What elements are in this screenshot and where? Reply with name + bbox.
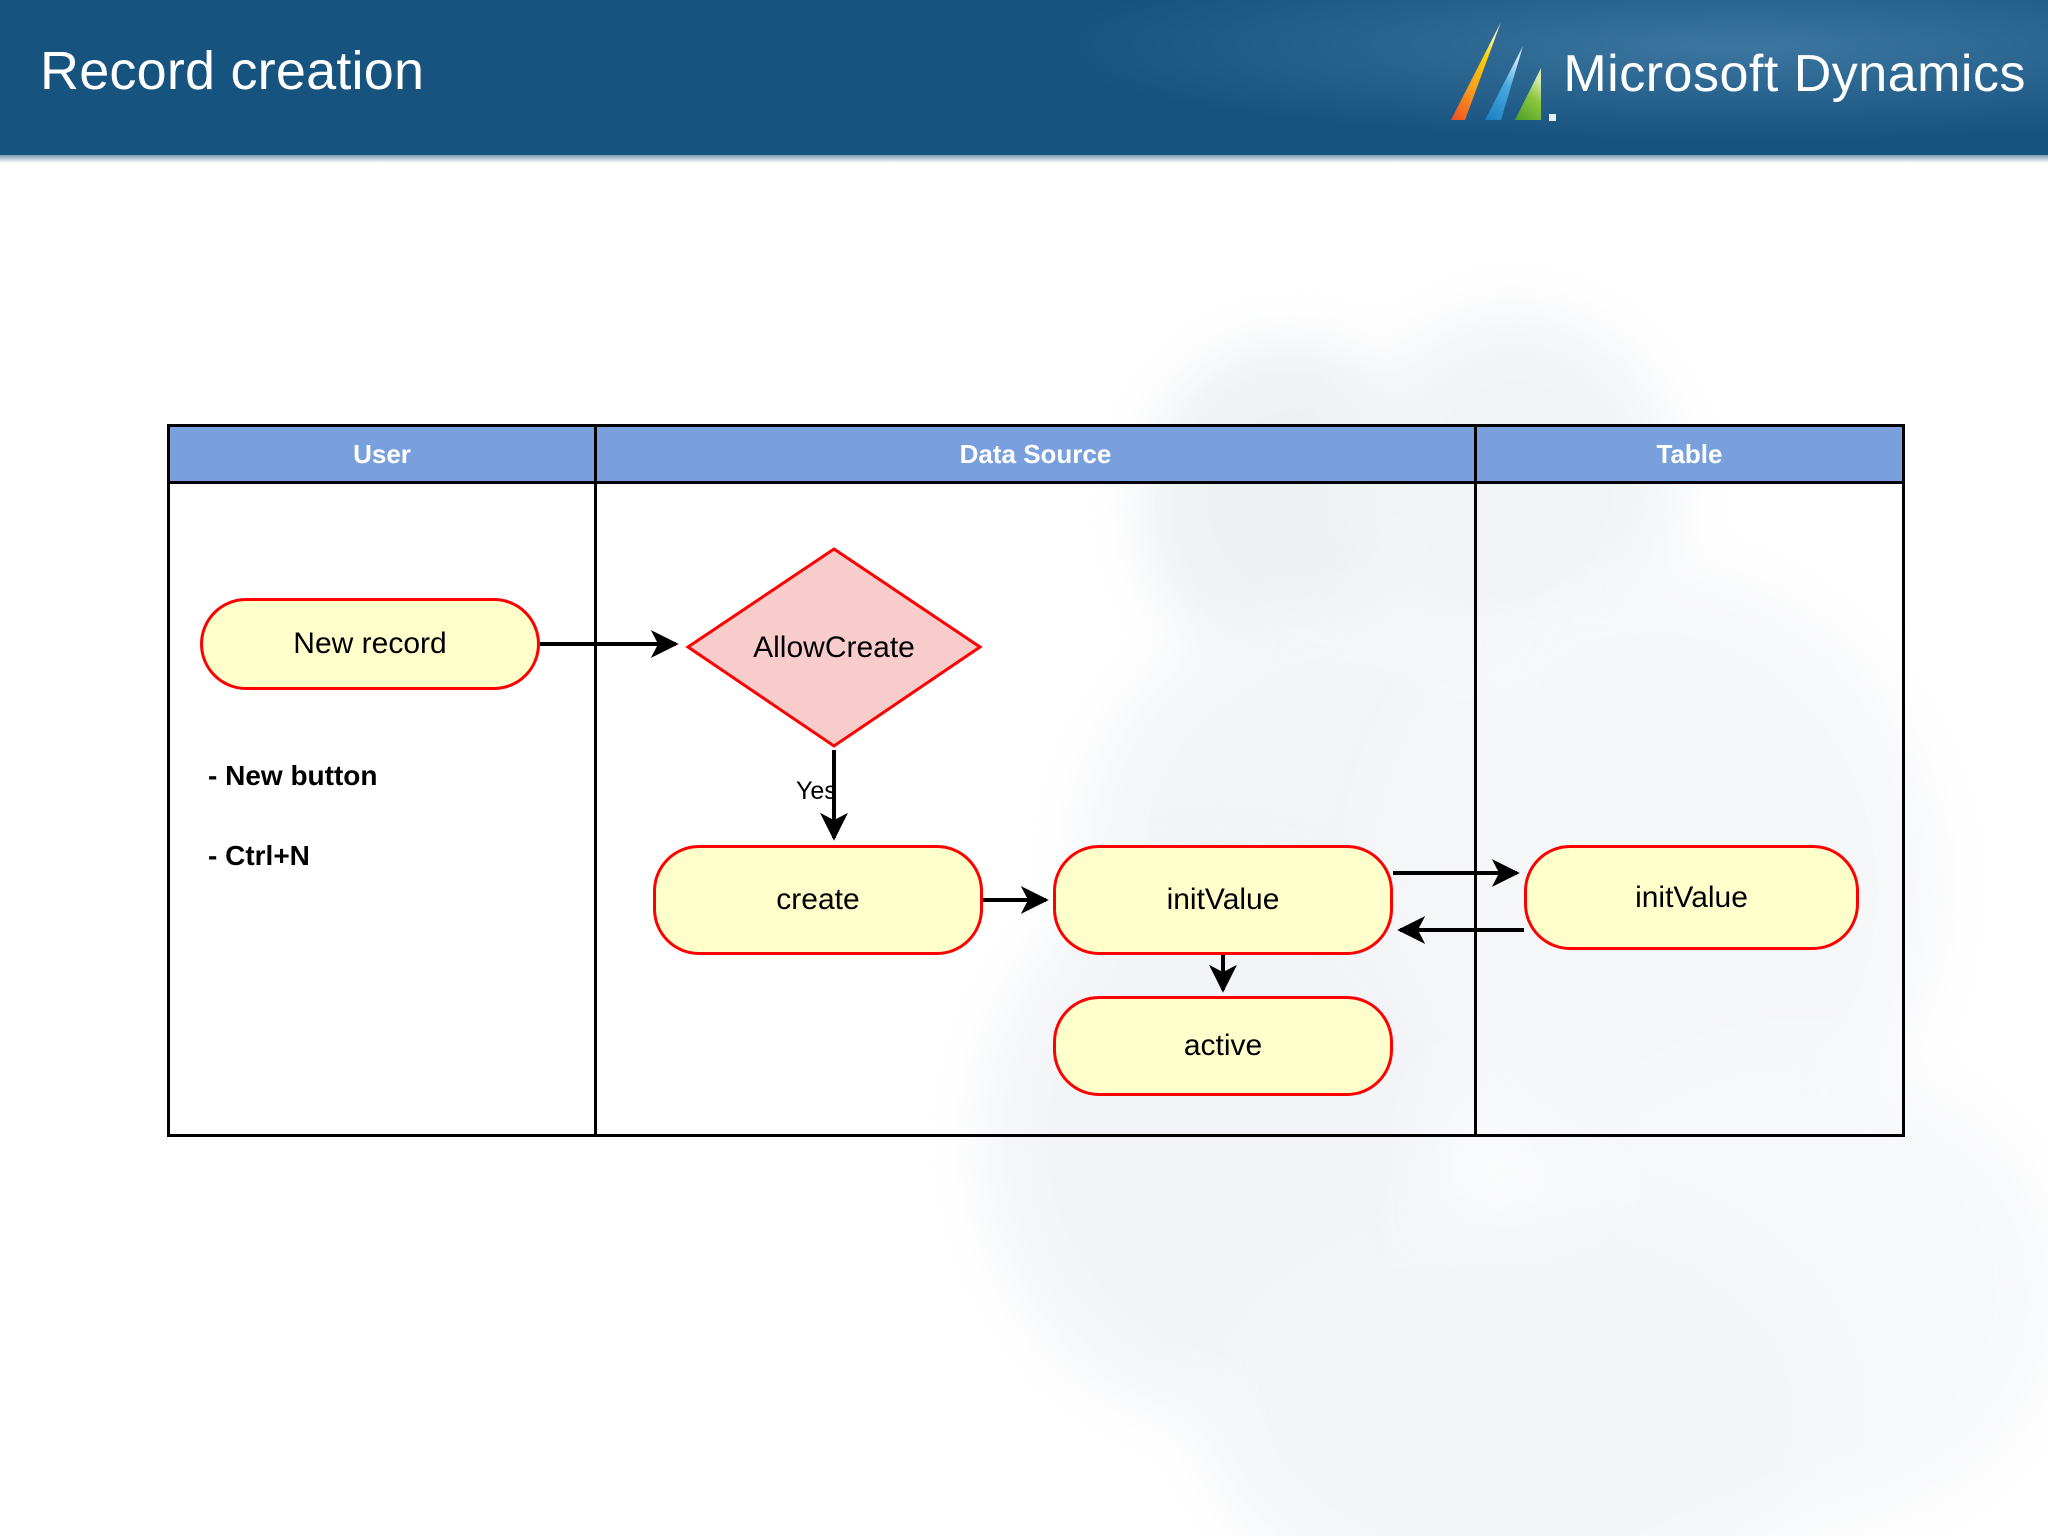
lane-column-table xyxy=(1477,484,1902,1134)
flow-node-active[interactable]: active xyxy=(1053,996,1393,1096)
edge-label-yes: Yes xyxy=(796,777,837,805)
flow-node-allow-create-label: AllowCreate xyxy=(753,630,915,664)
note-new-button: - New button xyxy=(208,760,378,791)
flow-node-allow-create[interactable]: AllowCreate xyxy=(684,545,984,750)
lane-column-data-source xyxy=(597,484,1477,1134)
page-title: Record creation xyxy=(40,41,425,101)
flow-node-init-value-data-source[interactable]: initValue xyxy=(1053,845,1393,955)
title-banner: Record creation xyxy=(0,0,2048,163)
note-ctrl-n: - Ctrl+N xyxy=(208,840,310,871)
lane-column-user xyxy=(170,484,597,1134)
flow-node-create[interactable]: create xyxy=(653,845,983,955)
dynamics-swoosh-icon xyxy=(1451,22,1557,121)
swimlane-body xyxy=(170,484,1902,1134)
swimlane-diagram: User Data Source Table xyxy=(167,424,1905,1137)
microsoft-dynamics-logo: Microsoft Dynamics xyxy=(1445,14,2026,134)
flow-node-new-record[interactable]: New record xyxy=(200,598,540,690)
swimlane-header-row: User Data Source Table xyxy=(170,427,1902,484)
logo-wordmark: Microsoft Dynamics xyxy=(1563,45,2026,103)
lane-header-data-source: Data Source xyxy=(597,427,1477,481)
lane-header-user: User xyxy=(170,427,597,481)
decision-diamond-shape xyxy=(685,547,983,748)
lane-header-table: Table xyxy=(1477,427,1902,481)
flow-node-init-value-table[interactable]: initValue xyxy=(1524,845,1859,950)
